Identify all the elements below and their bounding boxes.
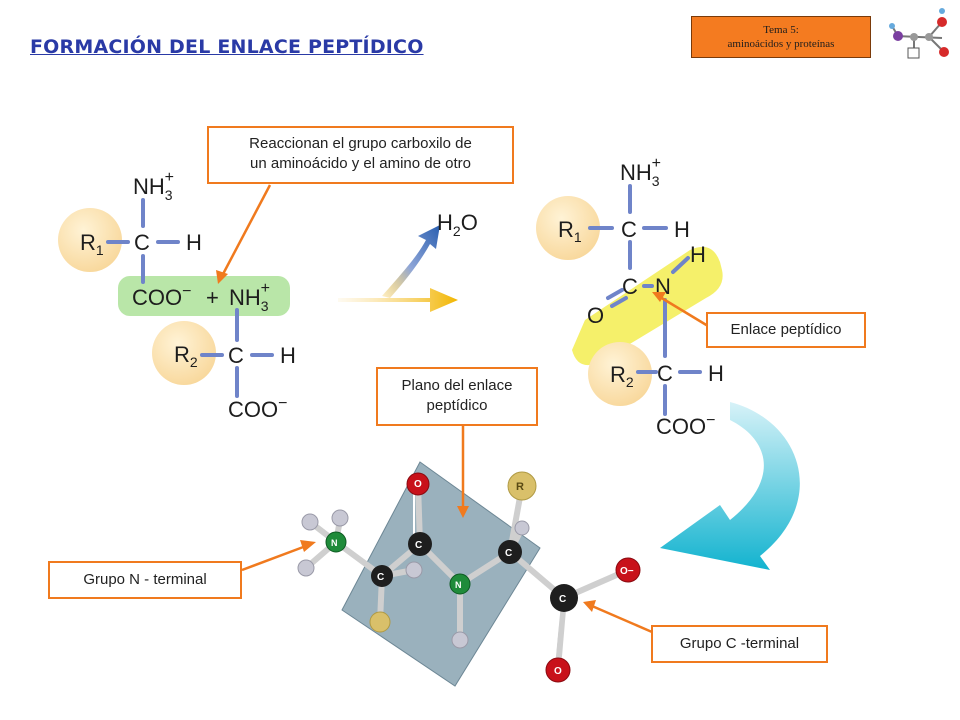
svg-text:C: C: [505, 548, 512, 559]
water-label: H2O: [437, 210, 478, 239]
reactant-carboxyl: COO−: [132, 283, 191, 310]
svg-text:N: N: [455, 580, 462, 590]
reaction-callout: Reaccionan el grupo carboxilo de un amin…: [207, 126, 514, 184]
product-r2-circle: [588, 342, 652, 406]
reactant-carboxyl2: COO−: [228, 395, 287, 422]
reactant-bonds: [106, 198, 274, 398]
model-atoms: [297, 471, 641, 683]
product-amino: NH3+: [620, 155, 661, 189]
peptide-bond-pointer: [659, 295, 709, 328]
page-title: FORMACIÓN DEL ENLACE PEPTÍDICO: [30, 36, 424, 58]
topic-badge: Tema 5: aminoácidos y proteínas: [691, 16, 871, 58]
product-r2-label: R2: [610, 362, 634, 390]
cyan-arrow: [660, 402, 800, 570]
peptide-bond-highlight: [572, 246, 723, 366]
r1-circle: [58, 208, 122, 272]
product-amide-h: H: [690, 242, 706, 267]
r2-circle: [152, 321, 216, 385]
reactant-h2: H: [280, 343, 296, 368]
molecule-logo-icon: [889, 8, 949, 59]
plane-callout-line-2: peptídico: [426, 397, 488, 414]
peptide-plane: [341, 461, 541, 687]
reactant-r2-label: R2: [174, 342, 198, 370]
water-release-arrow: [382, 225, 440, 298]
svg-text:C: C: [559, 594, 566, 605]
svg-text:O: O: [554, 666, 562, 677]
reaction-pointer: [220, 184, 272, 277]
product-carbonyl-c: C: [622, 274, 638, 299]
reaction-arrow: [338, 288, 458, 312]
product-bonds: [588, 184, 702, 416]
topic-line-2: aminoácidos y proteínas: [727, 38, 835, 50]
product-o: O: [587, 303, 604, 328]
c-terminal-pointer: [591, 604, 653, 634]
svg-text:O−: O−: [620, 566, 634, 577]
n-terminal-callout: Grupo N - terminal: [48, 561, 242, 599]
topic-line-1: Tema 5:: [763, 24, 799, 36]
reactant-amino2: NH3+: [229, 280, 270, 314]
peptide-bond-callout: Enlace peptídico: [706, 312, 866, 348]
product-c2: C: [657, 361, 673, 386]
svg-text:N: N: [331, 538, 338, 548]
reactant-plus: +: [206, 285, 219, 310]
n-terminal-pointer: [241, 544, 307, 572]
reactant-amino1: NH3+: [133, 169, 174, 203]
svg-text:O: O: [414, 479, 422, 490]
reactant-r1-label: R1: [80, 230, 104, 258]
plane-callout: Plano del enlace peptídico: [376, 367, 538, 426]
c-terminal-callout: Grupo C -terminal: [651, 625, 828, 663]
reactant-c1: C: [134, 230, 150, 255]
product-r1-circle: [536, 196, 600, 260]
product-h2: H: [708, 361, 724, 386]
svg-text:R: R: [516, 481, 524, 493]
reactant-c2: C: [228, 343, 244, 368]
reaction-callout-line-1: Reaccionan el grupo carboxilo de: [249, 135, 472, 152]
product-r1-label: R1: [558, 217, 582, 245]
svg-text:C: C: [415, 540, 422, 551]
product-c1: C: [621, 217, 637, 242]
reaction-callout-line-2: un aminoácido y el amino de otro: [250, 155, 471, 172]
svg-text:C: C: [377, 572, 384, 583]
reactant-h1: H: [186, 230, 202, 255]
product-carboxyl: COO−: [656, 412, 715, 439]
model-atom-labels: O C C C C N N R O− O: [331, 479, 634, 677]
product-h1: H: [674, 217, 690, 242]
condensation-highlight: [118, 276, 290, 316]
plane-callout-line-1: Plano del enlace: [401, 377, 513, 394]
